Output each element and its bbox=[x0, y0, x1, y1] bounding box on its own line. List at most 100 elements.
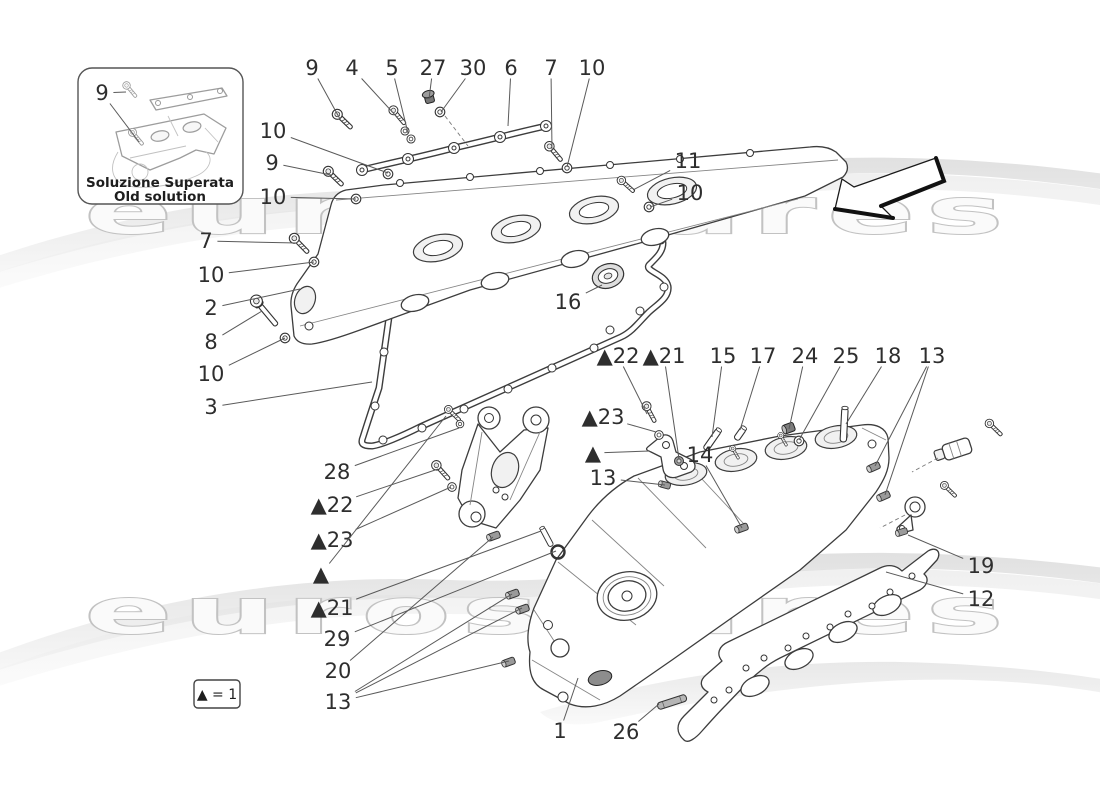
bushing-24 bbox=[781, 421, 796, 435]
legend-box: ▲ = 1 bbox=[193, 679, 241, 709]
callout-label: 6 bbox=[504, 56, 517, 80]
leader-line bbox=[622, 366, 648, 415]
callout-label: 2 bbox=[204, 296, 217, 320]
leader-line bbox=[638, 703, 660, 722]
callout-label: 11 bbox=[675, 149, 702, 173]
sensor-drawing bbox=[879, 416, 1006, 534]
leader-line bbox=[354, 550, 557, 633]
leader-line bbox=[222, 288, 301, 307]
callout-label: ▲ bbox=[585, 441, 602, 465]
leader-line bbox=[109, 103, 140, 143]
leader-line bbox=[228, 337, 286, 366]
leader-line bbox=[627, 423, 657, 433]
leader-line bbox=[355, 607, 523, 694]
leader-line bbox=[355, 660, 510, 699]
pin-26 bbox=[656, 694, 688, 710]
callout-label: 20 bbox=[325, 659, 352, 683]
leader-line bbox=[705, 465, 743, 529]
leader-line bbox=[798, 366, 841, 441]
callout-label: 10 bbox=[579, 56, 606, 80]
leader-line bbox=[428, 78, 433, 100]
leader-line bbox=[632, 169, 671, 191]
old-solution-drawing bbox=[112, 79, 228, 188]
callout-label: 10 bbox=[198, 263, 225, 287]
direction-arrow-icon bbox=[833, 156, 947, 220]
leader-line bbox=[349, 536, 494, 661]
callout-label: 24 bbox=[792, 344, 819, 368]
leader-line bbox=[604, 450, 651, 454]
leader-line bbox=[222, 310, 263, 336]
callout-label: 30 bbox=[460, 56, 487, 80]
leader-line bbox=[290, 137, 389, 174]
leader-line bbox=[328, 415, 447, 564]
leader-line bbox=[884, 366, 929, 496]
callout-label: 28 bbox=[324, 460, 351, 484]
swoosh-graphic bbox=[0, 568, 1100, 686]
callout-label: 29 bbox=[324, 627, 351, 651]
fasteners-drawing bbox=[247, 89, 909, 710]
leader-line bbox=[507, 78, 511, 127]
leader-line bbox=[113, 91, 127, 93]
leader-line bbox=[440, 78, 466, 113]
valve-cover-drawing bbox=[290, 145, 849, 345]
leader-line bbox=[711, 366, 723, 438]
inset-caption-english: Old solution bbox=[114, 189, 206, 205]
leader-line bbox=[907, 534, 964, 559]
leader-line bbox=[354, 593, 513, 692]
cylinder-head-drawing bbox=[527, 423, 890, 708]
o-ring-29 bbox=[550, 544, 566, 560]
head-gasket-drawing bbox=[677, 548, 940, 742]
leader-line bbox=[566, 78, 590, 168]
callout-label: 10 bbox=[677, 181, 704, 205]
callout-label: 15 bbox=[710, 344, 737, 368]
callout-label: 26 bbox=[613, 720, 640, 744]
callout-label: 7 bbox=[544, 56, 557, 80]
callout-label: 7 bbox=[199, 229, 212, 253]
leader-line bbox=[788, 366, 804, 430]
cover-strip-drawing bbox=[356, 120, 552, 176]
callout-label: 14 bbox=[687, 443, 714, 467]
leader-line bbox=[665, 366, 680, 460]
callout-label: 19 bbox=[968, 554, 995, 578]
leader-line bbox=[585, 284, 603, 294]
callout-label: 10 bbox=[198, 362, 225, 386]
callout-label: ▲ bbox=[313, 562, 330, 586]
callout-label: ▲21 bbox=[311, 596, 354, 620]
leader-line bbox=[217, 240, 298, 244]
leader-line bbox=[290, 196, 357, 200]
inset-caption-italian: Soluzione Superata bbox=[86, 175, 234, 191]
support-bracket-drawing bbox=[457, 406, 550, 543]
callout-label: 9 bbox=[265, 151, 278, 175]
swoosh-graphic bbox=[540, 661, 1100, 725]
callout-label: ▲22 bbox=[311, 493, 354, 517]
swoosh-graphic bbox=[0, 157, 1100, 272]
callout-label: 8 bbox=[204, 330, 217, 354]
leader-line bbox=[283, 164, 332, 176]
callout-label: 10 bbox=[260, 119, 287, 143]
callout-label: 16 bbox=[555, 290, 582, 314]
callout-label: ▲23 bbox=[311, 528, 354, 552]
callout-label: 5 bbox=[385, 56, 398, 80]
callout-label: 4 bbox=[345, 56, 358, 80]
leader-line bbox=[356, 468, 439, 498]
leader-line bbox=[354, 427, 460, 467]
leader-line bbox=[317, 78, 341, 120]
callout-label: ▲22 bbox=[597, 344, 640, 368]
callout-label: 1 bbox=[553, 719, 566, 743]
callout-label: ▲23 bbox=[582, 405, 625, 429]
leader-line bbox=[228, 261, 315, 274]
leader-line bbox=[394, 78, 409, 134]
leader-line bbox=[885, 571, 964, 595]
leader-line bbox=[845, 366, 882, 425]
callout-label: 25 bbox=[833, 344, 860, 368]
leader-line bbox=[620, 479, 666, 486]
callout-label: 10 bbox=[260, 185, 287, 209]
callout-label: 17 bbox=[750, 344, 777, 368]
cam-seal-drawing bbox=[591, 262, 625, 290]
legend-text: ▲ = 1 bbox=[197, 687, 237, 703]
leader-line bbox=[874, 366, 928, 467]
callout-label: 12 bbox=[968, 587, 995, 611]
callout-label: 13 bbox=[325, 690, 352, 714]
